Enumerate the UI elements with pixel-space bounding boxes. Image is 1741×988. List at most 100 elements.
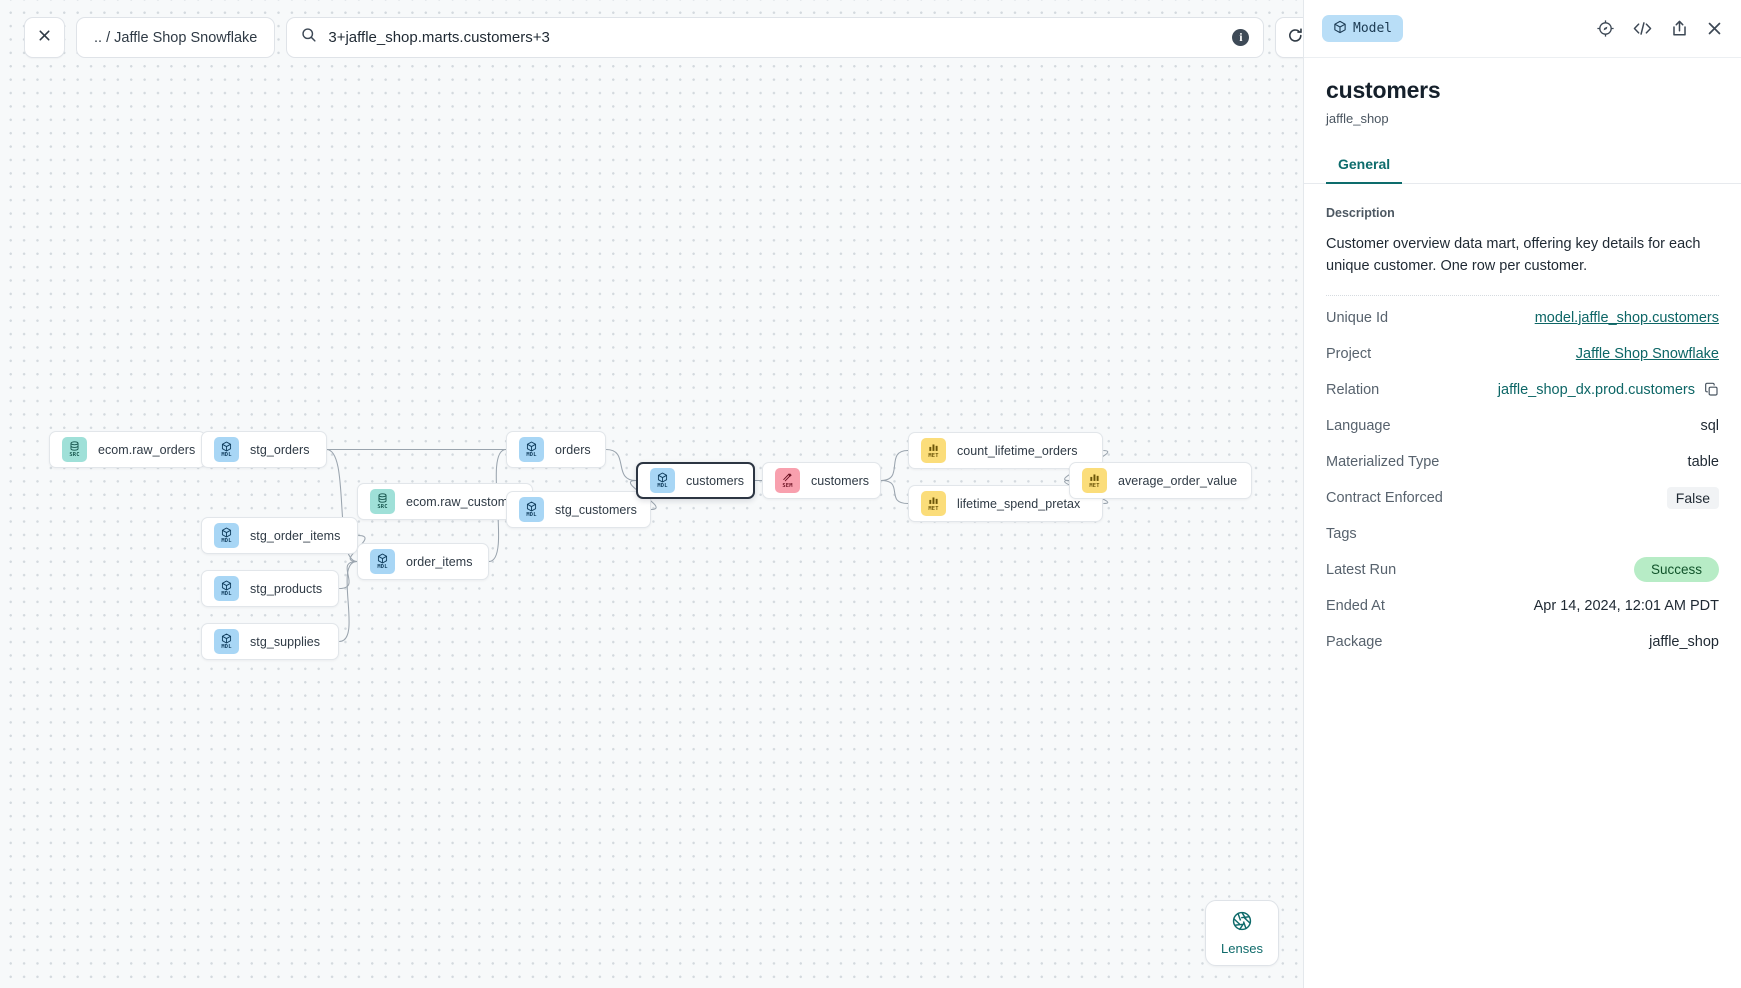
node-type-abbr: MDL xyxy=(221,452,232,459)
property-value-wrap: False xyxy=(1666,486,1719,509)
graph-edge xyxy=(339,560,358,643)
node-label: ecom.raw_orders xyxy=(98,442,196,457)
page-subtitle: jaffle_shop xyxy=(1326,111,1389,126)
focus-icon[interactable] xyxy=(1596,19,1615,38)
node-label: customers xyxy=(686,473,745,488)
graph-edge xyxy=(339,560,358,590)
tab-general[interactable]: General xyxy=(1326,148,1403,184)
property-key: Tags xyxy=(1326,525,1357,542)
lenses-button[interactable]: Lenses xyxy=(1205,900,1279,966)
status-badge: Success xyxy=(1633,557,1719,583)
property-row: Project Jaffle Shop Snowflake xyxy=(1326,336,1719,372)
node-type-abbr: MET xyxy=(928,452,939,459)
node-type-abbr: SRC xyxy=(377,503,388,510)
graph-node-orders[interactable]: MDL orders xyxy=(506,431,607,468)
node-type-icon-met: MET xyxy=(921,438,946,463)
details-panel-header: Model xyxy=(1304,0,1741,58)
property-value-wrap: Apr 14, 2024, 12:01 AM PDT xyxy=(1534,598,1719,614)
close-icon[interactable] xyxy=(1706,20,1723,37)
info-icon[interactable]: i xyxy=(1232,29,1250,46)
graph-node-average_order_value[interactable]: MET average_order_value xyxy=(1069,462,1252,499)
property-link[interactable]: Jaffle Shop Snowflake xyxy=(1575,345,1719,362)
property-link[interactable]: jaffle_shop_dx.prod.customers xyxy=(1497,381,1695,398)
graph-edge xyxy=(881,479,909,505)
lineage-canvas[interactable]: .. / Jaffle Shop Snowflake i SRCecom.raw… xyxy=(0,0,1303,988)
graph-node-ecom_raw_orders[interactable]: SRC ecom.raw_orders xyxy=(49,431,207,468)
property-value-wrap: jaffle_shop_dx.prod.customers xyxy=(1498,382,1719,398)
node-label: order_items xyxy=(406,554,473,569)
divider xyxy=(1326,294,1719,296)
node-type-icon-src: SRC xyxy=(370,489,395,514)
property-key: Latest Run xyxy=(1326,561,1397,578)
node-type-abbr: MET xyxy=(1089,482,1100,489)
search-input[interactable] xyxy=(328,29,1222,46)
node-label: orders xyxy=(555,442,591,457)
property-value: sql xyxy=(1700,417,1719,434)
cube-icon xyxy=(1333,20,1347,38)
node-label: stg_products xyxy=(250,581,323,596)
lineage-edges xyxy=(194,448,1108,643)
node-label: average_order_value xyxy=(1118,473,1238,488)
node-label: customers xyxy=(811,473,870,488)
graph-node-order_items[interactable]: MDL order_items xyxy=(357,543,489,580)
refresh-icon xyxy=(1287,27,1303,49)
graph-node-customers_model[interactable]: MDL customers xyxy=(636,462,756,499)
node-type-icon-mdl: MDL xyxy=(370,549,395,574)
panel-body[interactable]: Description Customer overview data mart,… xyxy=(1304,184,1741,988)
property-value: jaffle_shop xyxy=(1649,633,1719,650)
node-type-icon-mdl: MDL xyxy=(519,437,544,462)
breadcrumb-label: .. / Jaffle Shop Snowflake xyxy=(94,29,258,46)
lenses-label: Lenses xyxy=(1221,941,1263,956)
breadcrumb[interactable]: .. / Jaffle Shop Snowflake xyxy=(76,17,276,58)
copy-icon[interactable] xyxy=(1704,382,1719,397)
page-title: customers xyxy=(1326,77,1441,103)
graph-node-customers_sem[interactable]: SEM customers xyxy=(762,462,882,499)
canvas-toolbar: .. / Jaffle Shop Snowflake i xyxy=(24,17,1303,58)
graph-edge xyxy=(881,449,909,482)
node-type-icon-sem: SEM xyxy=(775,468,800,493)
node-type-abbr: SRC xyxy=(69,451,80,458)
node-type-abbr: SEM xyxy=(782,483,793,490)
property-value-wrap: sql xyxy=(1700,418,1719,434)
property-value-wrap: table xyxy=(1688,454,1719,470)
property-value-wrap: Jaffle Shop Snowflake xyxy=(1576,346,1719,362)
code-icon[interactable] xyxy=(1632,19,1653,38)
property-key: Project xyxy=(1326,345,1372,362)
property-row: Tags xyxy=(1326,516,1719,552)
property-link[interactable]: model.jaffle_shop.customers xyxy=(1534,309,1719,326)
node-type-icon-mdl: MDL xyxy=(519,497,544,522)
node-type-abbr: MET xyxy=(928,505,939,512)
share-icon[interactable] xyxy=(1670,19,1689,38)
close-lineage-button[interactable] xyxy=(24,17,65,58)
node-type-badge[interactable]: Model xyxy=(1322,15,1404,42)
property-key: Contract Enforced xyxy=(1326,489,1443,506)
refresh-button[interactable] xyxy=(1275,17,1303,58)
property-value-wrap: model.jaffle_shop.customers xyxy=(1535,310,1719,326)
node-type-abbr: MDL xyxy=(221,644,232,651)
details-panel: Model xyxy=(1303,0,1741,988)
node-type-icon-mdl: MDL xyxy=(214,437,239,462)
property-key: Materialized Type xyxy=(1326,453,1440,470)
search-bar[interactable]: i xyxy=(286,17,1265,58)
search-icon xyxy=(301,27,317,48)
node-label: stg_orders xyxy=(250,442,310,457)
node-type-icon-mdl: MDL xyxy=(650,468,675,493)
graph-node-stg_orders[interactable]: MDL stg_orders xyxy=(201,431,327,468)
graph-edge xyxy=(606,448,637,482)
details-panel-title-block: customers jaffle_shop xyxy=(1304,58,1741,126)
panel-tabs: General xyxy=(1304,148,1741,184)
node-type-icon-mdl: MDL xyxy=(214,629,239,654)
